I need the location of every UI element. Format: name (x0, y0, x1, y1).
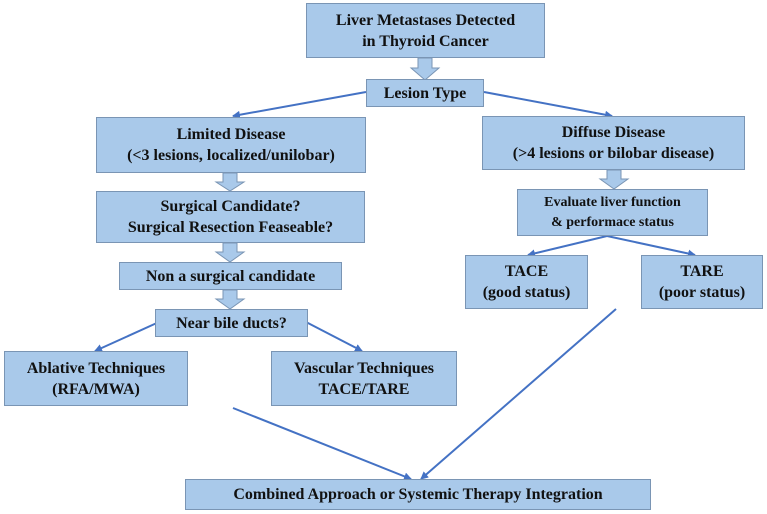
node-tace: TACE (good status) (465, 255, 588, 309)
node-ablative-techniques: Ablative Techniques (RFA/MWA) (4, 351, 188, 406)
node-ablative-techniques-line-1: Ablative Techniques (26, 359, 166, 377)
node-surgical-candidate: Surgical Candidate? Surgical Resection F… (96, 191, 365, 243)
node-diffuse-disease-line-1: Diffuse Disease (561, 124, 666, 141)
node-vascular-techniques-line-2: TACE/TARE (318, 380, 410, 398)
node-near-bile-ducts: Near bile ducts? (155, 309, 308, 337)
node-evaluate-liver-line-2: & performace status (551, 214, 674, 230)
arrow-ablative-to-combined (232, 407, 412, 481)
node-liver-metastases-line-1: Liver Metastases Detected (335, 11, 516, 29)
arrow-bile-to-vascular (305, 321, 363, 352)
node-vascular-techniques: Vascular Techniques TACE/TARE (271, 351, 457, 406)
block-arrow-nonsurgical-to-bile (214, 289, 246, 310)
block-arrow-root-to-lesion (409, 57, 441, 81)
node-lesion-type-line-1: Lesion Type (383, 84, 467, 102)
node-non-surgical-line-1: Non a surgical candidate (145, 267, 316, 285)
node-lesion-type: Lesion Type (366, 79, 484, 107)
node-combined-approach: Combined Approach or Systemic Therapy In… (185, 479, 651, 510)
node-tare: TARE (poor status) (641, 255, 763, 309)
node-surgical-candidate-line-2: Surgical Resection Feaseable? (127, 219, 334, 236)
node-ablative-techniques-line-2: (RFA/MWA) (52, 380, 140, 398)
node-diffuse-disease: Diffuse Disease (>4 lesions or bilobar d… (482, 116, 745, 170)
block-arrow-diffuse-to-evaluate (598, 169, 630, 190)
node-liver-metastases: Liver Metastases Detected in Thyroid Can… (306, 3, 545, 58)
node-surgical-candidate-line-1: Surgical Candidate? (160, 198, 301, 215)
node-limited-disease-line-2: (<3 lesions, localized/unilobar) (127, 147, 335, 164)
arrow-lesion-to-limited (232, 91, 367, 119)
node-vascular-techniques-line-1: Vascular Techniques (293, 359, 435, 377)
block-arrow-limited-to-surgical (214, 172, 246, 192)
node-non-surgical: Non a surgical candidate (119, 262, 342, 290)
node-tare-line-1: TARE (680, 263, 724, 280)
node-liver-metastases-line-2: in Thyroid Cancer (362, 32, 489, 50)
node-tace-line-2: (good status) (482, 284, 571, 301)
arrow-lesion-to-diffuse (483, 91, 613, 119)
node-diffuse-disease-line-2: (>4 lesions or bilobar disease) (512, 145, 715, 162)
arrow-tare-to-combined (420, 308, 617, 480)
node-tace-line-1: TACE (504, 263, 549, 280)
node-evaluate-liver-line-1: Evaluate liver function (544, 194, 681, 210)
node-tare-line-2: (poor status) (658, 284, 746, 301)
node-combined-approach-line-1: Combined Approach or Systemic Therapy In… (233, 486, 603, 503)
block-arrow-surgical-to-nonsurgical (214, 242, 246, 263)
arrow-bile-to-ablative (94, 321, 160, 352)
arrow-evaluate-to-tare (606, 235, 696, 258)
node-evaluate-liver: Evaluate liver function & performace sta… (517, 189, 708, 236)
node-limited-disease: Limited Disease (<3 lesions, localized/u… (96, 117, 366, 173)
node-limited-disease-line-1: Limited Disease (176, 126, 286, 143)
arrow-evaluate-to-tace (527, 235, 608, 258)
node-near-bile-ducts-line-1: Near bile ducts? (176, 314, 287, 332)
